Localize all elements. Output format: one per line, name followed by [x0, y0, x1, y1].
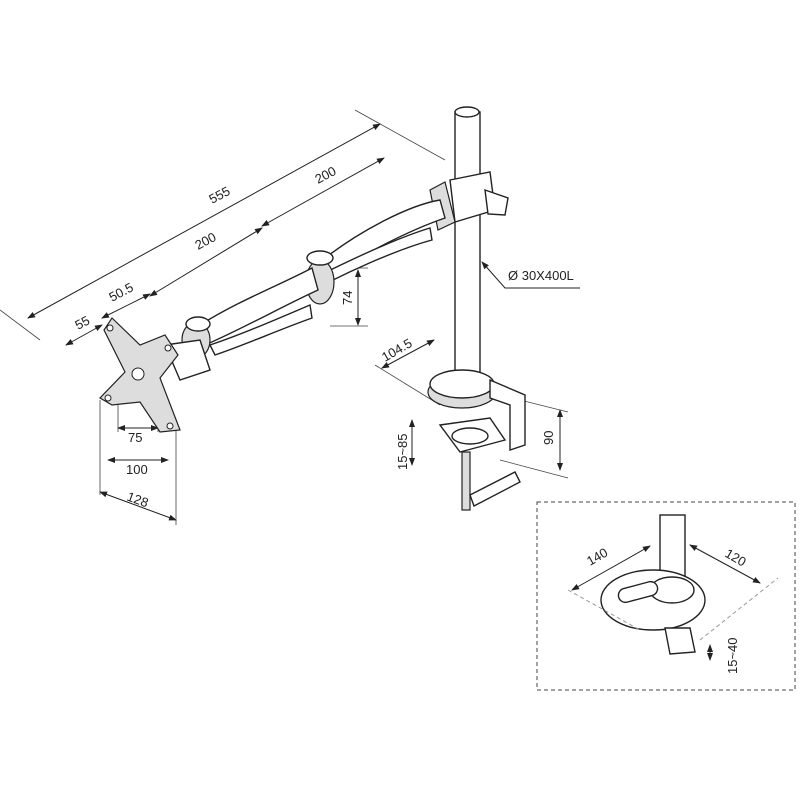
dim-head-offset: 50.5 [106, 280, 135, 305]
dim-plate-width: 128 [125, 489, 151, 511]
dim-overall-length: 555 [206, 183, 232, 206]
dim-base-width: 120 [723, 546, 749, 570]
arm-assembly [163, 106, 509, 385]
vesa-plate [99, 317, 181, 433]
dim-vesa-small: 75 [128, 430, 142, 445]
dim-lower-arm: 200 [192, 229, 218, 252]
dim-vesa-offset: 55 [72, 313, 92, 333]
dim-upper-arm: 200 [312, 163, 338, 186]
dim-clamp-height: 90 [541, 431, 556, 445]
dim-clamp-range: 15~85 [395, 433, 410, 470]
dim-vesa-large: 100 [126, 462, 148, 477]
dim-desk-range: 15~40 [725, 637, 740, 674]
desk-clamp [427, 369, 526, 511]
grommet-inset [536, 501, 796, 691]
pole-spec-label: Ø 30X400L [508, 268, 574, 283]
dim-arm-height: 74 [340, 291, 355, 305]
dim-base-length: 140 [584, 545, 610, 569]
